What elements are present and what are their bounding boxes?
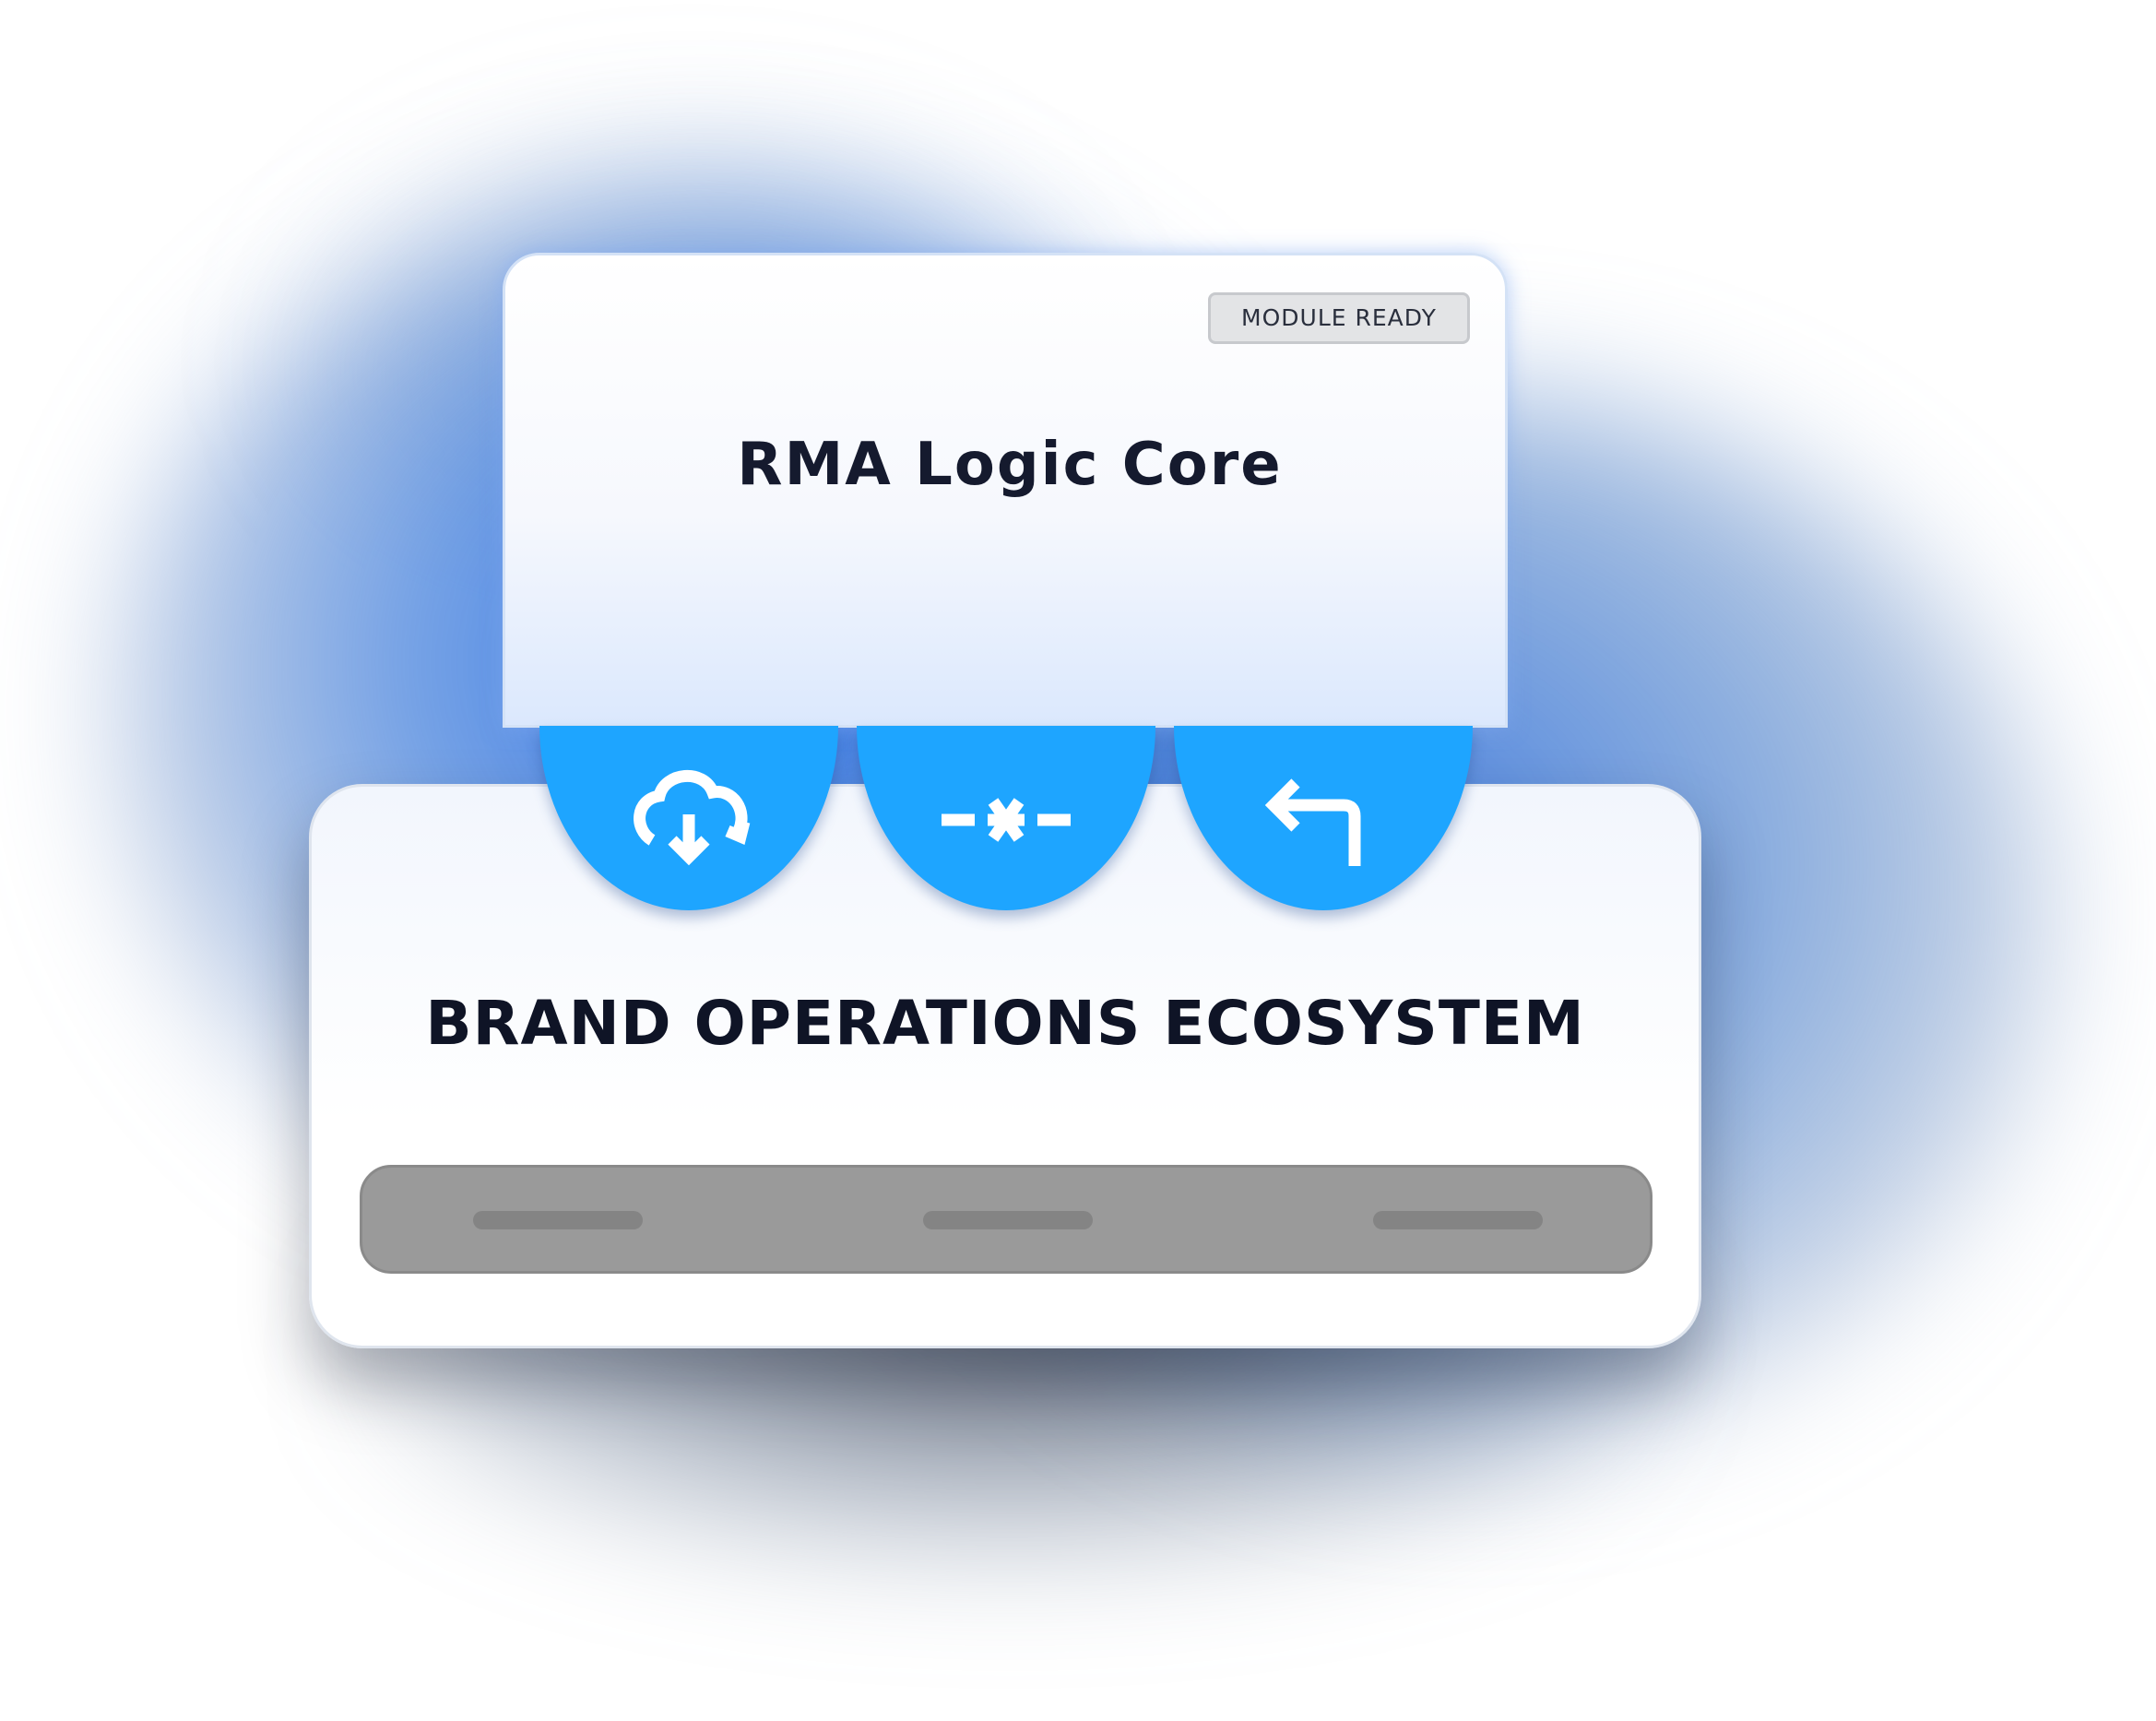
cloud-download-sync-icon — [634, 770, 751, 866]
base-card-title: BRAND OPERATIONS ECOSYSTEM — [425, 988, 1585, 1059]
track-slot — [1373, 1211, 1543, 1229]
status-badge: MODULE READY — [1208, 292, 1470, 344]
track-slot — [923, 1211, 1093, 1229]
progress-track — [360, 1165, 1653, 1274]
track-slot — [473, 1211, 643, 1229]
top-card-title: RMA Logic Core — [737, 431, 1283, 499]
broken-link-icon — [942, 798, 1071, 842]
rma-logic-card: MODULE READY RMA Logic Core — [503, 253, 1508, 728]
return-arrow-icon — [1264, 778, 1361, 866]
